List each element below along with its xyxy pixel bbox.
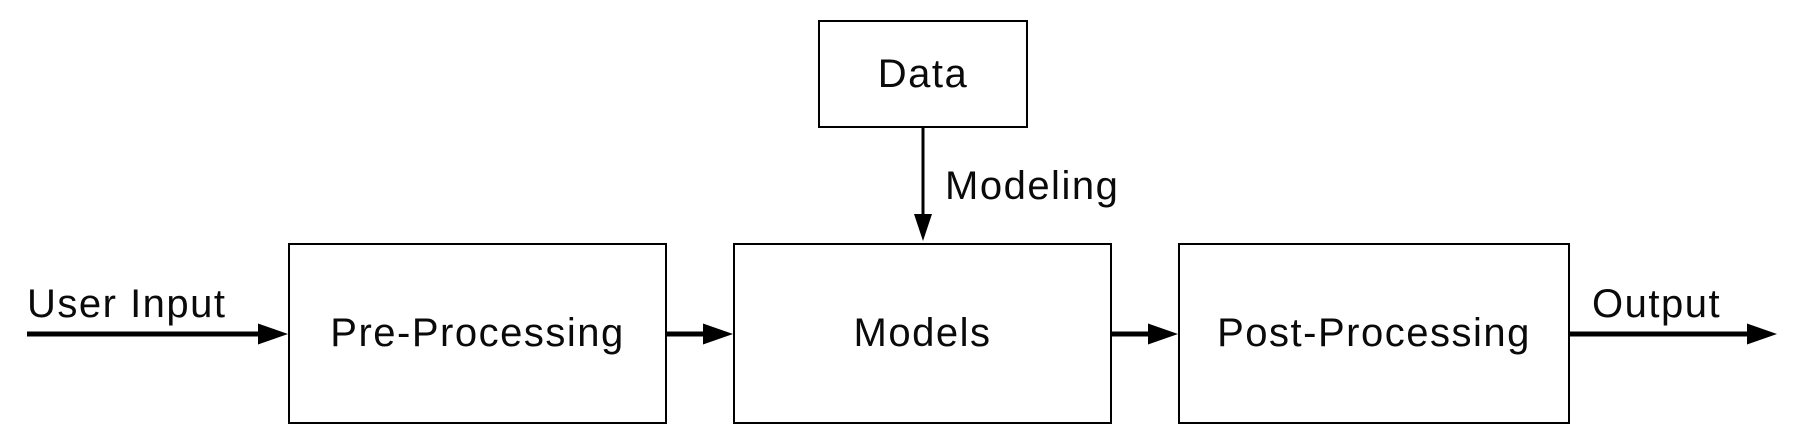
models-to-post-arrow [1111,323,1178,345]
arrowhead-icon [1747,323,1777,345]
arrowhead-icon [1148,323,1178,345]
node-pre-processing-label: Pre-Processing [330,311,625,355]
node-pre-processing: Pre-Processing [288,243,667,424]
pre-to-models-arrow [666,323,733,345]
arrowhead-icon [703,323,733,345]
node-post-processing: Post-Processing [1178,243,1570,424]
node-data: Data [818,20,1028,128]
node-data-label: Data [877,51,969,96]
node-models-label: Models [853,311,992,355]
node-models: Models [733,243,1112,424]
arrowhead-icon [258,323,288,345]
node-post-processing-label: Post-Processing [1217,311,1531,355]
output-label: Output [1592,282,1722,326]
user-input-arrow [27,323,288,345]
modeling-label: Modeling [945,164,1120,208]
output-arrow [1570,323,1777,345]
arrowhead-icon [914,214,932,241]
modeling-arrow [914,128,932,241]
user-input-label: User Input [27,282,227,326]
